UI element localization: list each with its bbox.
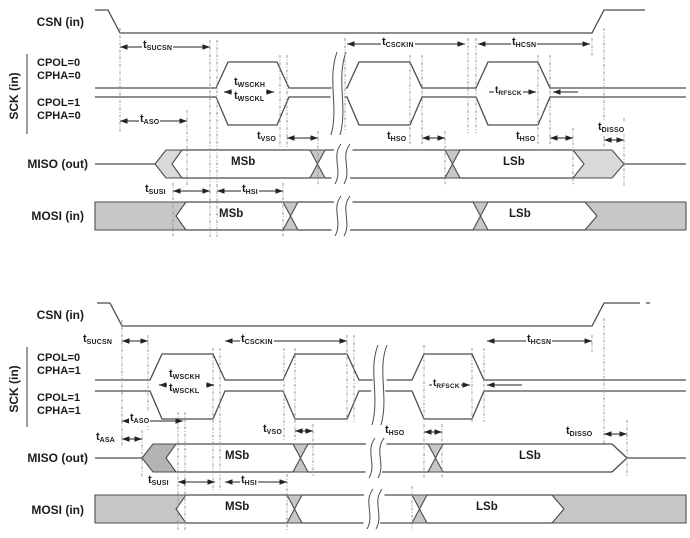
miso-lsb-label: LSb [503,156,525,168]
timing-label-thsi: tHSI [241,183,259,196]
bottom-diagram [26,302,687,530]
mosi-waveform [94,201,687,231]
mosi-waveform [94,494,687,524]
timing-label-thcsn: tHCSN [511,36,538,49]
timing-label-tsusi: tSUSI [144,183,167,196]
mode-label: CPHA=1 [37,405,81,417]
miso-msb-label: MSb [225,450,250,462]
top-diagram [26,9,687,237]
timing-label-tdisso: tDISSO [597,121,626,134]
timing-label-tsucsn: tSUCSN [142,39,174,52]
reference-lines [119,28,625,237]
sck-cpol0-waveform [95,353,686,381]
timing-label-tsucsn: tSUCSN [82,333,114,346]
miso-signal-label: MISO (out) [27,157,88,171]
mosi-lsb-label: LSb [509,208,531,220]
csn-signal-label: CSN (in) [36,308,84,322]
mode-label: CPHA=0 [37,110,81,122]
timing-label-thso: tHSO [384,424,406,437]
sck-signal-label: SCK (in) [7,72,21,120]
miso-waveform [95,149,686,179]
dimension-arrows [120,41,624,194]
timing-label-thcsn: tHCSN [526,333,553,346]
mode-label: CPHA=0 [37,70,81,82]
mode-label: CPHA=1 [37,365,81,377]
reference-lines [121,318,628,530]
timing-label-tsusi: tSUSI [147,474,170,487]
sck-cpol1-waveform [95,390,686,420]
timing-label-trfsck: tRFSCK [494,85,523,98]
break-marks [326,51,354,237]
csn-signal-label: CSN (in) [36,15,84,29]
timing-label-tcsckin: tCSCKIN [240,333,274,346]
mosi-signal-label: MOSI (in) [31,503,84,517]
timing-label-thsi: tHSI [240,474,258,487]
timing-label-thso: tHSO [515,130,537,143]
sck-cpol1-waveform [95,96,686,126]
break-marks [362,344,391,530]
timing-label-twsckh: tWSCKH [233,76,267,89]
timing-label-twsckh: tWSCKH [168,368,202,381]
mosi-msb-label: MSb [219,208,244,220]
timing-label-taso: tASO [139,113,161,126]
timing-label-taso: tASO [129,412,151,425]
timing-label-twsckl: tWSCKL [168,382,201,395]
miso-waveform [95,443,686,473]
timing-label-tdisso: tDISSO [565,425,594,438]
sck-signal-label: SCK (in) [7,365,21,413]
miso-msb-label: MSb [231,156,256,168]
mosi-msb-label: MSb [225,501,250,513]
timing-label-twsckl: tWSCKL [233,90,266,103]
mode-label: CPOL=0 [37,352,81,364]
mode-label: CPOL=1 [37,97,81,109]
timing-label-tasa: tASA [95,431,117,444]
csn-waveform [95,9,645,34]
timing-label-tvso: tVSO [262,423,284,436]
timing-label-thso: tHSO [386,130,408,143]
mosi-lsb-label: LSb [476,501,498,513]
mode-label: CPOL=0 [37,57,81,69]
mosi-signal-label: MOSI (in) [31,209,84,223]
sck-cpol0-waveform [95,61,686,89]
timing-label-tvso: tVSO [256,130,278,143]
miso-lsb-label: LSb [519,450,541,462]
timing-label-tcsckin: tCSCKIN [381,36,415,49]
mode-label: CPOL=1 [37,392,81,404]
timing-label-trfsck: tRFSCK [432,378,461,391]
csn-waveform [97,302,650,327]
miso-signal-label: MISO (out) [27,451,88,465]
